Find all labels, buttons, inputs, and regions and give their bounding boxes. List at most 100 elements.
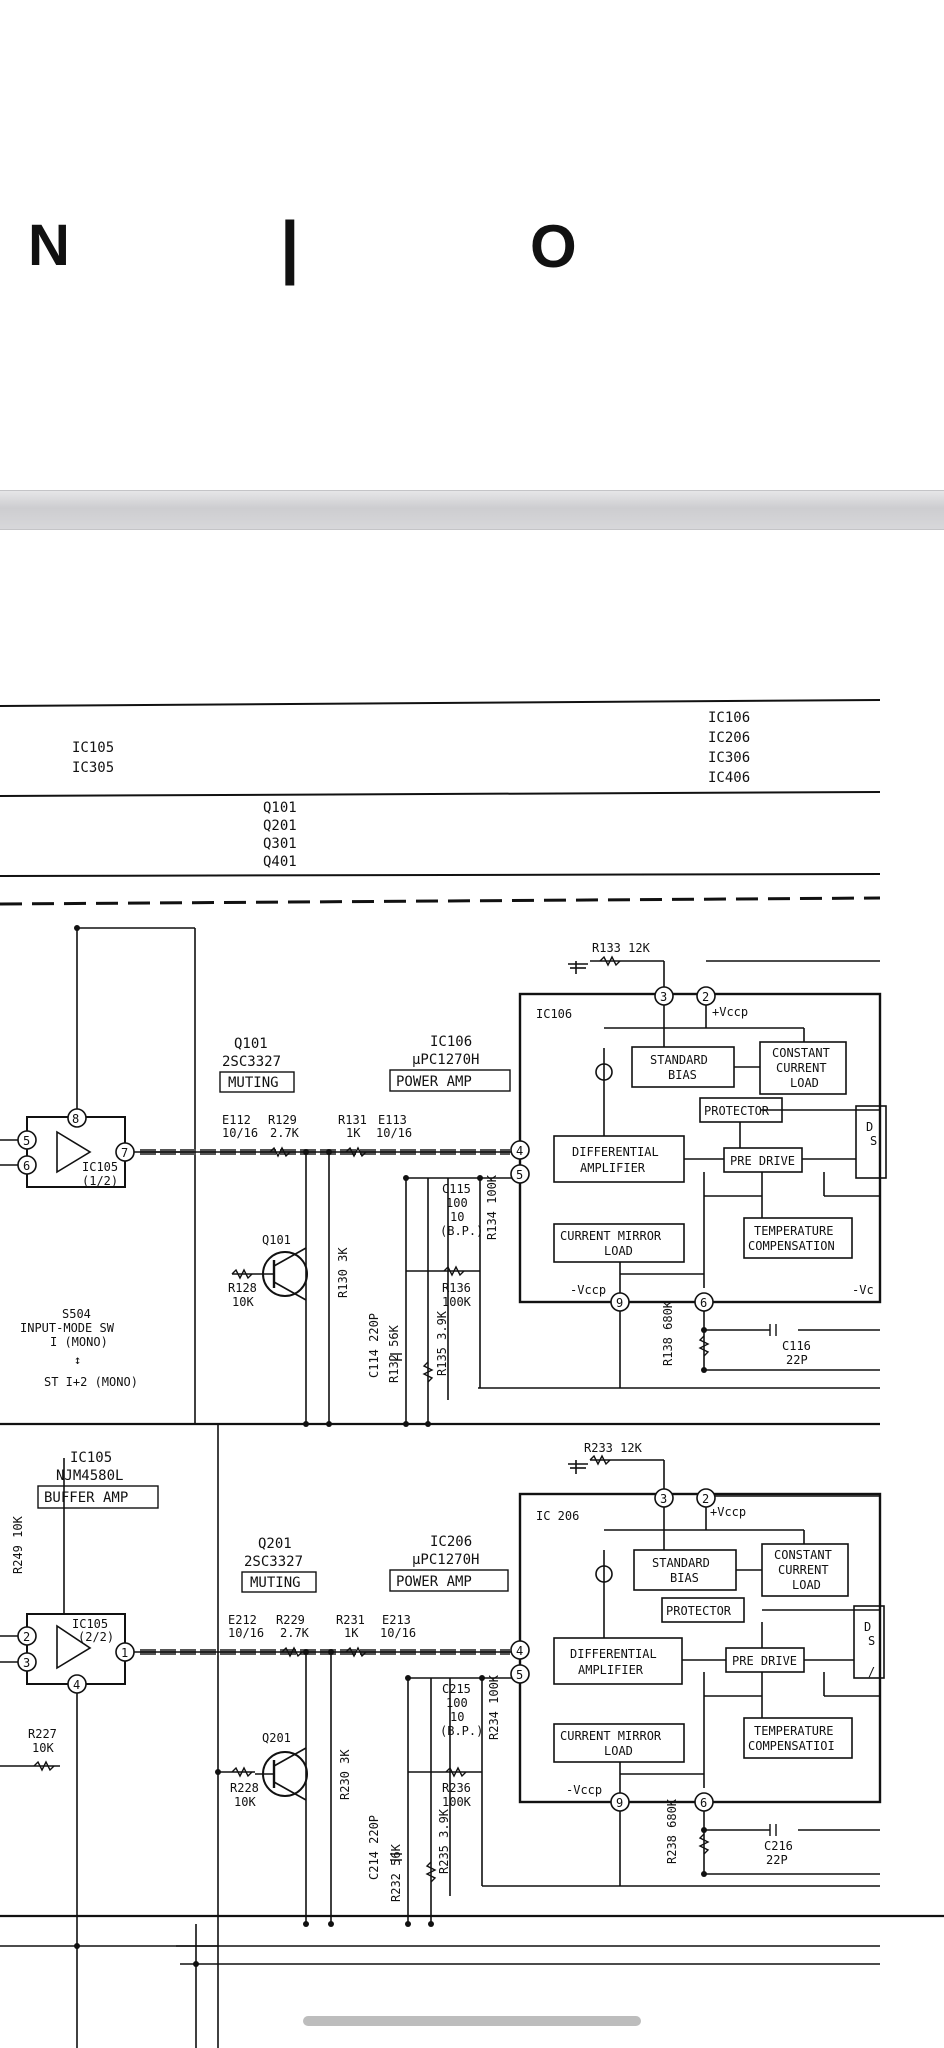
table-ic105: IC105 — [72, 740, 114, 756]
block-standard-bias-1: STANDARD — [650, 1053, 708, 1067]
switch-label: INPUT-MODE SW — [20, 1321, 115, 1335]
ch2-pin-4: 4 — [73, 1678, 80, 1692]
table-q401: Q401 — [263, 854, 297, 870]
ic206-title: IC206 — [430, 1534, 472, 1550]
page-separator — [0, 490, 944, 530]
page-header: N | O — [0, 0, 944, 490]
ch1-pin-8: 8 — [72, 1112, 79, 1126]
label-r238: R238 680K — [665, 1798, 679, 1864]
header-letter-n: N — [28, 213, 70, 278]
label-vccp-neg: -Vccp — [570, 1283, 606, 1297]
ch2-pin-2: 2 — [23, 1630, 30, 1644]
label-e212: E212 — [228, 1613, 257, 1627]
label-vccp-pos: +Vccp — [712, 1005, 748, 1019]
label-e113: E113 — [378, 1113, 407, 1127]
block2-current-mirror-2: LOAD — [604, 1744, 633, 1758]
label-c215-v1: 100 — [446, 1696, 468, 1710]
header-letter-o: O — [530, 213, 577, 280]
ic105-half1-label: IC105 — [82, 1160, 118, 1174]
label-r128-value: 10K — [232, 1295, 254, 1309]
label-r129-value: 2.7K — [270, 1126, 300, 1140]
label-vccp-pos-2: +Vccp — [710, 1505, 746, 1519]
label-c216-value: 22P — [766, 1853, 788, 1867]
ch1-ic-pin-5: 5 — [516, 1168, 523, 1182]
block2-constant-2: CURRENT — [778, 1563, 829, 1577]
ch2-ic-pin-6: 6 — [700, 1796, 707, 1810]
header-letter-bar: | — [280, 207, 300, 285]
label-e112: E112 — [222, 1113, 251, 1127]
ch2-ic-pin-3: 3 — [660, 1492, 667, 1506]
buffer-title: IC105 — [70, 1450, 112, 1466]
label-r131-value: 1K — [346, 1126, 361, 1140]
block-differential-1: DIFFERENTIAL — [572, 1145, 659, 1159]
ch1-pin-7: 7 — [121, 1146, 128, 1160]
ch1-pin-5: 5 — [23, 1134, 30, 1148]
ch1-ic-pin-9: 9 — [616, 1296, 623, 1310]
label-e213-value: 10/16 — [380, 1626, 416, 1640]
label-r234: R234 100K — [487, 1674, 501, 1740]
label-r227: R227 — [28, 1727, 57, 1741]
label-r134: R134 100K — [485, 1174, 499, 1240]
table-ic106: IC106 — [708, 710, 750, 726]
label-c115: C115 — [442, 1182, 471, 1196]
block2-constant-3: LOAD — [792, 1578, 821, 1592]
buffer-amp-label: BUFFER AMP — [44, 1490, 128, 1506]
ch1-ic-pin-3: 3 — [660, 990, 667, 1004]
block2-pre-drive: PRE DRIVE — [732, 1654, 797, 1668]
label-r236: R236 — [442, 1781, 471, 1795]
table-ic306: IC306 — [708, 750, 750, 766]
label-r229-value: 2.7K — [280, 1626, 310, 1640]
label-c215-bp: (B.P.) — [440, 1724, 483, 1738]
label-e212-value: 10/16 — [228, 1626, 264, 1640]
label-r233: R233 12K — [584, 1441, 643, 1455]
block-temperature-1: TEMPERATURE — [754, 1224, 833, 1238]
block2-protector: PROTECTOR — [666, 1604, 732, 1618]
label-r232: R232 56K — [389, 1843, 403, 1902]
ic105-half2-part: (2/2) — [78, 1630, 114, 1644]
label-r227-value: 10K — [32, 1741, 54, 1755]
block-constant-1: CONSTANT — [772, 1046, 830, 1060]
circuit-schematic: IC105 IC305 IC106 IC206 IC306 IC406 Q101… — [0, 699, 944, 2048]
q101-part: 2SC3327 — [222, 1054, 281, 1070]
label-c116-value: 22P — [786, 1353, 808, 1367]
switch-arrow: ↕ — [74, 1353, 81, 1367]
label-vccp-neg-2: -Vccp — [566, 1783, 602, 1797]
label-r136: R136 — [442, 1281, 471, 1295]
label-r136-value: 100K — [442, 1295, 472, 1309]
ch1-ic-pin-2: 2 — [702, 990, 709, 1004]
q201-muting-label: MUTING — [250, 1575, 301, 1591]
label-r249: R249 10K — [11, 1515, 25, 1574]
block-differential-2: AMPLIFIER — [580, 1161, 646, 1175]
label-r235: R235 3.9K — [437, 1808, 451, 1874]
label-e213: E213 — [382, 1613, 411, 1627]
label-c214: C214 220P — [367, 1815, 381, 1880]
label-c115-bp: (B.P.) — [440, 1224, 483, 1238]
q201-symbol-label: Q201 — [262, 1731, 291, 1745]
switch-pos2: ST I+2 (MONO) — [44, 1375, 138, 1389]
label-r231: R231 — [336, 1613, 365, 1627]
home-indicator[interactable] — [303, 2016, 641, 2026]
label-r231-value: 1K — [344, 1626, 359, 1640]
ch2-ic-pin-9: 9 — [616, 1796, 623, 1810]
label-e112-value: 10/16 — [222, 1126, 258, 1140]
ch2-ic-pin-2: 2 — [702, 1492, 709, 1506]
block-constant-2: CURRENT — [776, 1061, 827, 1075]
label-c215-v2: 10 — [450, 1710, 464, 1724]
block-constant-3: LOAD — [790, 1076, 819, 1090]
ch1-ic-pin-4: 4 — [516, 1144, 523, 1158]
table-ic406: IC406 — [708, 770, 750, 786]
block2-differential-1: DIFFERENTIAL — [570, 1647, 657, 1661]
label-r138: R138 680K — [661, 1300, 675, 1366]
label-e113-value: 10/16 — [376, 1126, 412, 1140]
q201-title: Q201 — [258, 1536, 292, 1552]
table-q201: Q201 — [263, 818, 297, 834]
block2-constant-1: CONSTANT — [774, 1548, 832, 1562]
ic106-power-amp-label: POWER AMP — [396, 1074, 472, 1090]
block2-temperature-2: COMPENSATIOI — [748, 1739, 835, 1753]
block2-standard-bias-2: BIAS — [670, 1571, 699, 1585]
block-protector: PROTECTOR — [704, 1104, 770, 1118]
edge2-box-slash: / — [868, 1665, 875, 1679]
label-r228-value: 10K — [234, 1795, 256, 1809]
ch2-ic-pin-5: 5 — [516, 1668, 523, 1682]
label-r130: R130 3K — [336, 1247, 350, 1298]
